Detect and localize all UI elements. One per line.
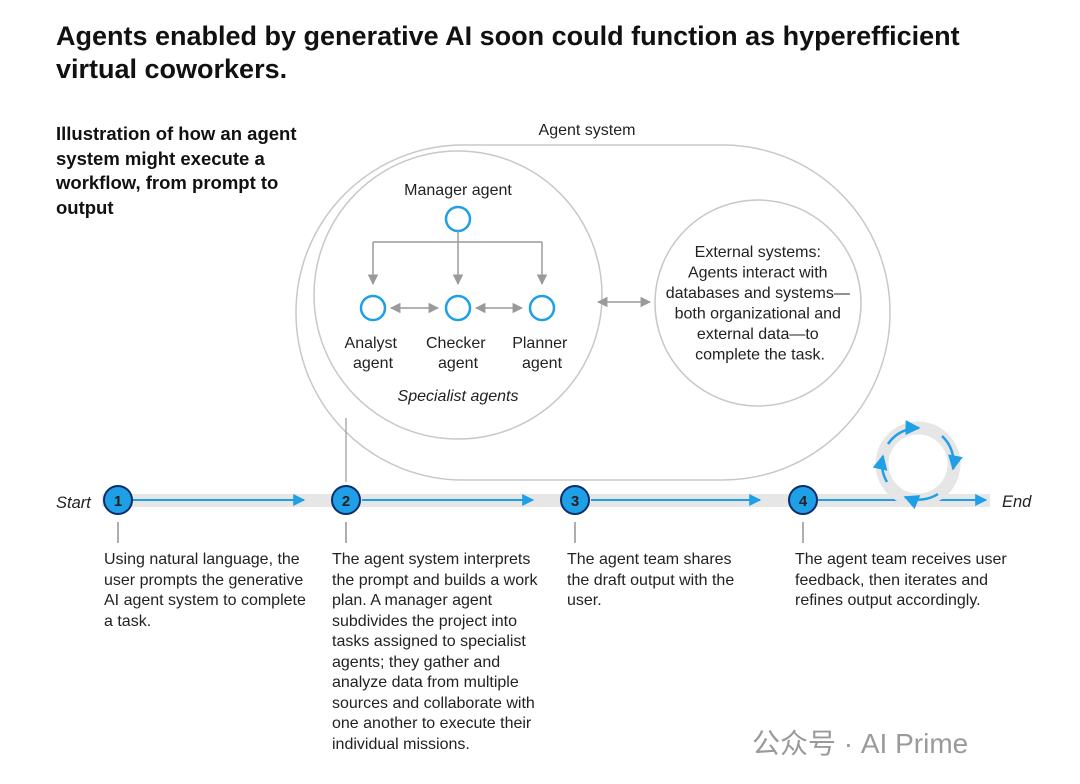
manager-agent-node [444,205,472,233]
step-3-description: The agent team shares the draft output w… [567,551,735,609]
start-label: Start [56,494,92,512]
step-4-node: 4 [788,485,818,515]
external-systems-circle [654,199,862,407]
step-ticks [117,522,804,543]
page-title: Agents enabled by generative AI soon cou… [56,21,960,84]
step-4-number: 4 [799,493,808,510]
agent-team-circle [313,150,603,440]
planner-agent-label: Planner agent [512,335,572,372]
agent-system-boundary [295,144,891,481]
agent-system-label: Agent system [539,122,636,139]
step-2-description: The agent system interprets the prompt a… [332,551,538,753]
checker-agent-label: Checker agent [426,335,490,372]
specialist-agents-label: Specialist agents [398,388,519,405]
step-3-node: 3 [560,485,590,515]
timeline-track [102,494,990,507]
end-label: End [1002,493,1032,511]
step-4-description: The agent team receives user feedback, t… [795,551,1007,609]
step-2-number: 2 [342,493,350,510]
watermark: 公众号 · AI Prime [752,728,969,759]
diagram-subtitle: Illustration of how an agent system migh… [56,123,297,218]
step-2-node: 2 [331,485,361,515]
step-1-node: 1 [103,485,133,515]
analyst-agent-node [359,294,387,322]
step-1-number: 1 [114,493,122,510]
external-systems-text: External systems: Agents interact with d… [666,244,855,364]
step-1-description: Using natural language, the user prompts… [104,551,306,630]
step-3-number: 3 [571,493,579,510]
iteration-loop-icon [872,420,963,510]
analyst-agent-label: Analyst agent [345,335,402,372]
manager-agent-label: Manager agent [404,182,512,199]
checker-agent-node [444,294,472,322]
hierarchy-connectors [367,231,548,286]
planner-agent-node [528,294,556,322]
